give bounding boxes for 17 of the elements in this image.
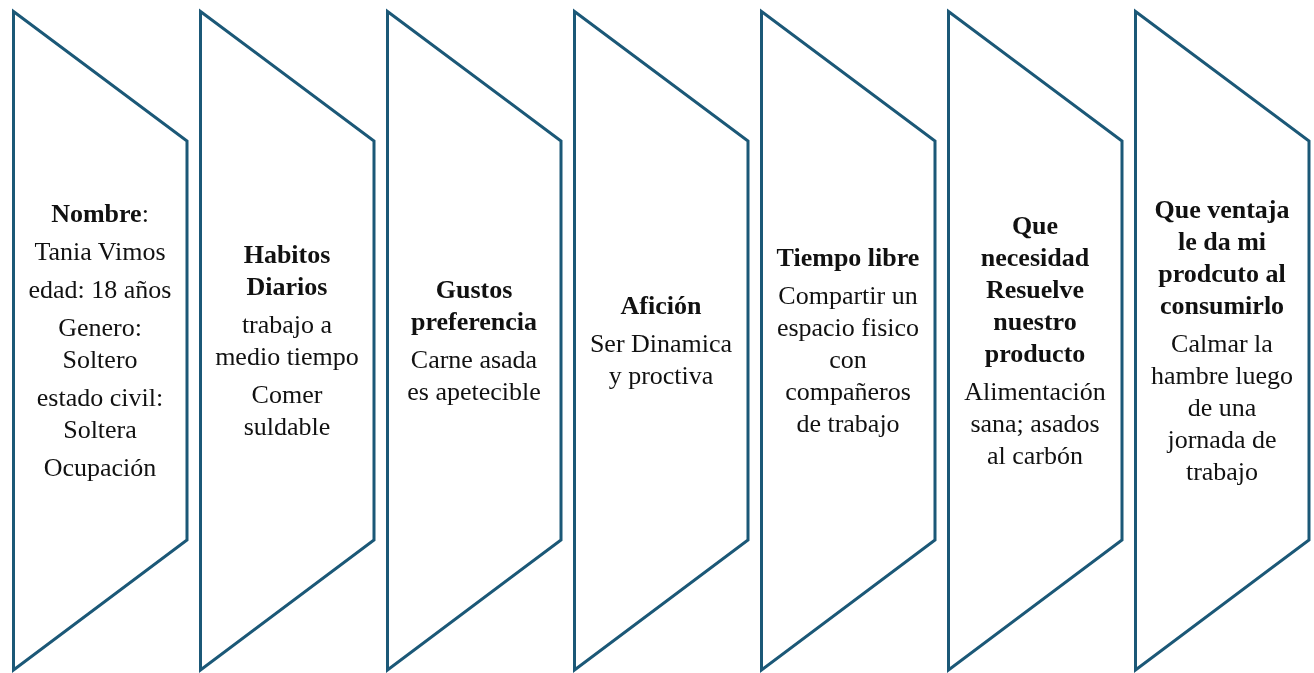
body-text: Alimentación sana; asados al carbón [963, 376, 1107, 472]
body-text: Ocupación [43, 452, 157, 484]
heading-text: Gustos preferencia [409, 274, 539, 338]
body-text: Calmar la hambre luego de una jornada de trabajo [1149, 328, 1295, 488]
body-text: Carne asada es apetecible [406, 344, 542, 408]
heading-text: Que necesidad Resuelve nuestro producto [979, 210, 1091, 370]
body-text: Tania Vimos [34, 236, 166, 268]
heading-text: Que ventaja le da mi prodcuto al consumirlo [1153, 194, 1291, 322]
body-text: Compartir un espacio fisico con compañeros de trabajo [775, 280, 921, 440]
heading-text: Afición [620, 290, 702, 322]
heading-text: Tiempo libre [776, 242, 920, 274]
body-text: Comer suldable [242, 379, 332, 443]
body-text: trabajo a medio tiempo [214, 309, 360, 373]
body-text: estado civil: Soltera [35, 382, 165, 446]
body-text: Ser Dinamica y proctiva [588, 328, 734, 392]
heading-text: Nombre: [51, 198, 149, 230]
body-text: edad: 18 años [28, 274, 172, 306]
